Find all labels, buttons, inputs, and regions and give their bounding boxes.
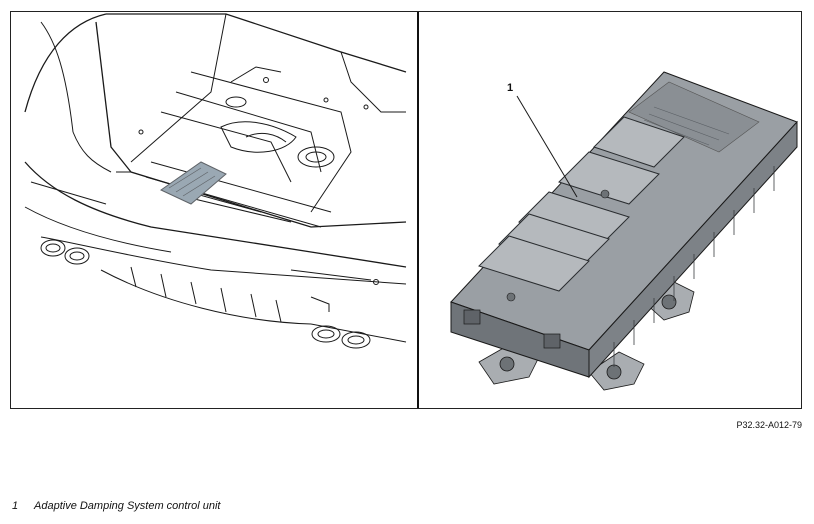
control-unit-top-face — [450, 71, 798, 351]
panel-divider — [417, 12, 419, 408]
callout-leader-line — [516, 95, 578, 198]
callout-number: 1 — [507, 82, 513, 94]
figure-frame: 1 — [10, 11, 802, 409]
mounting-bracket — [478, 281, 695, 391]
figure-legend: 1 Adaptive Damping System control unit — [12, 500, 220, 512]
figure-reference-code: P32.32-A012-79 — [736, 420, 802, 430]
legend-number: 1 — [12, 500, 19, 512]
control-unit-side-face — [588, 120, 798, 379]
legend-label: Adaptive Damping System control unit — [34, 500, 221, 512]
vehicle-trunk-illustration — [11, 12, 417, 408]
control-unit-location-highlight — [160, 161, 227, 205]
control-unit-detail-illustration: 1 — [419, 12, 801, 408]
